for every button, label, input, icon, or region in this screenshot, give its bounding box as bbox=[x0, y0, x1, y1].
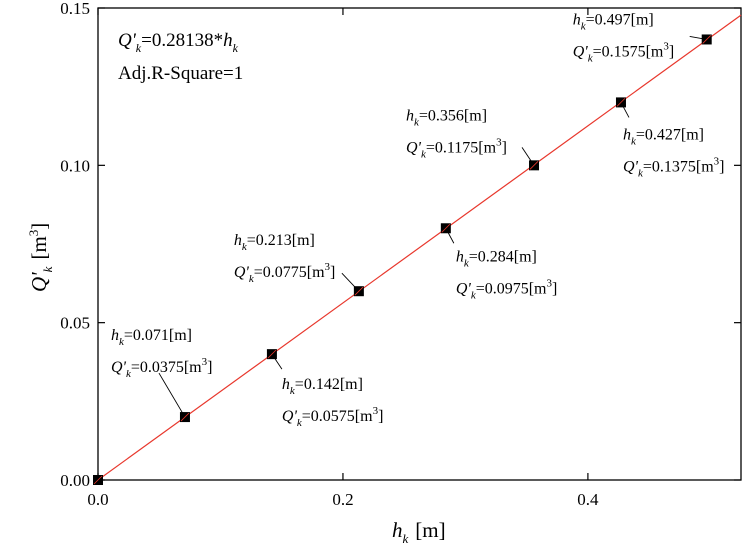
x-tick-label: 0.0 bbox=[87, 490, 108, 509]
fit-line bbox=[97, 14, 742, 481]
adj-r-square-text: Adj.R-Square=1 bbox=[118, 63, 243, 84]
y-tick-label: 0.10 bbox=[60, 156, 90, 175]
annotation-h-label: hk=0.213[m] bbox=[234, 232, 315, 253]
annotation-h-label: hk=0.071[m] bbox=[111, 327, 192, 348]
annotation-q-label: Q'k=0.0375[m3] bbox=[111, 356, 213, 380]
y-tick-label: 0.05 bbox=[60, 314, 90, 333]
data-point-fit-mark bbox=[702, 35, 711, 44]
data-point-fit-mark bbox=[354, 286, 364, 296]
annotation-h-label: hk=0.497[m] bbox=[573, 11, 654, 32]
data-point-fit-mark bbox=[180, 412, 190, 422]
y-tick-label: 0.00 bbox=[60, 471, 90, 490]
x-tick-label: 0.2 bbox=[332, 490, 353, 509]
annotation-q-label: Q'k=0.1375[m3] bbox=[623, 155, 725, 179]
data-point-fit-mark bbox=[93, 475, 103, 485]
annotation-q-label: Q'k=0.1175[m3] bbox=[406, 136, 507, 160]
annotation-h-label: hk=0.427[m] bbox=[623, 126, 704, 147]
annotation-h-label: hk=0.284[m] bbox=[456, 248, 537, 269]
annotation-h-label: hk=0.142[m] bbox=[282, 376, 363, 397]
annotation-leaders bbox=[158, 36, 707, 418]
data-point-fit-mark bbox=[267, 349, 277, 359]
annotation-leader bbox=[158, 372, 186, 418]
plot-area-frame bbox=[97, 7, 742, 481]
point-annotations: hk=0.071[m] Q'k=0.0375[m3] hk=0.142[m] Q'k=… bbox=[111, 11, 725, 429]
data-point-fit-mark bbox=[529, 161, 539, 170]
fit-equation-text: Q'k=0.28138*hk bbox=[118, 30, 239, 55]
fit-equation: Q'k=0.28138*hk Adj.R-Square=1 bbox=[118, 30, 243, 84]
data-point-fit-mark bbox=[441, 223, 451, 233]
annotation-q-label: Q'k=0.0775[m3] bbox=[234, 261, 335, 285]
y-axis-title: Q'k[m3] bbox=[26, 223, 55, 292]
annotation-q-label: Q'k=0.0975[m3] bbox=[456, 277, 558, 301]
annotation-q-label: Q'k=0.1575[m3] bbox=[573, 40, 675, 64]
x-axis-title: hk[m] bbox=[392, 518, 446, 546]
annotation-h-label: hk=0.356[m] bbox=[406, 107, 487, 128]
x-tick-label: 0.4 bbox=[577, 490, 599, 509]
annotation-q-label: Q'k=0.0575[m3] bbox=[282, 405, 384, 429]
data-points bbox=[93, 34, 712, 485]
data-point-fit-mark bbox=[616, 98, 626, 107]
y-tick-label: 0.15 bbox=[60, 0, 90, 18]
fit-line-group bbox=[97, 14, 742, 481]
